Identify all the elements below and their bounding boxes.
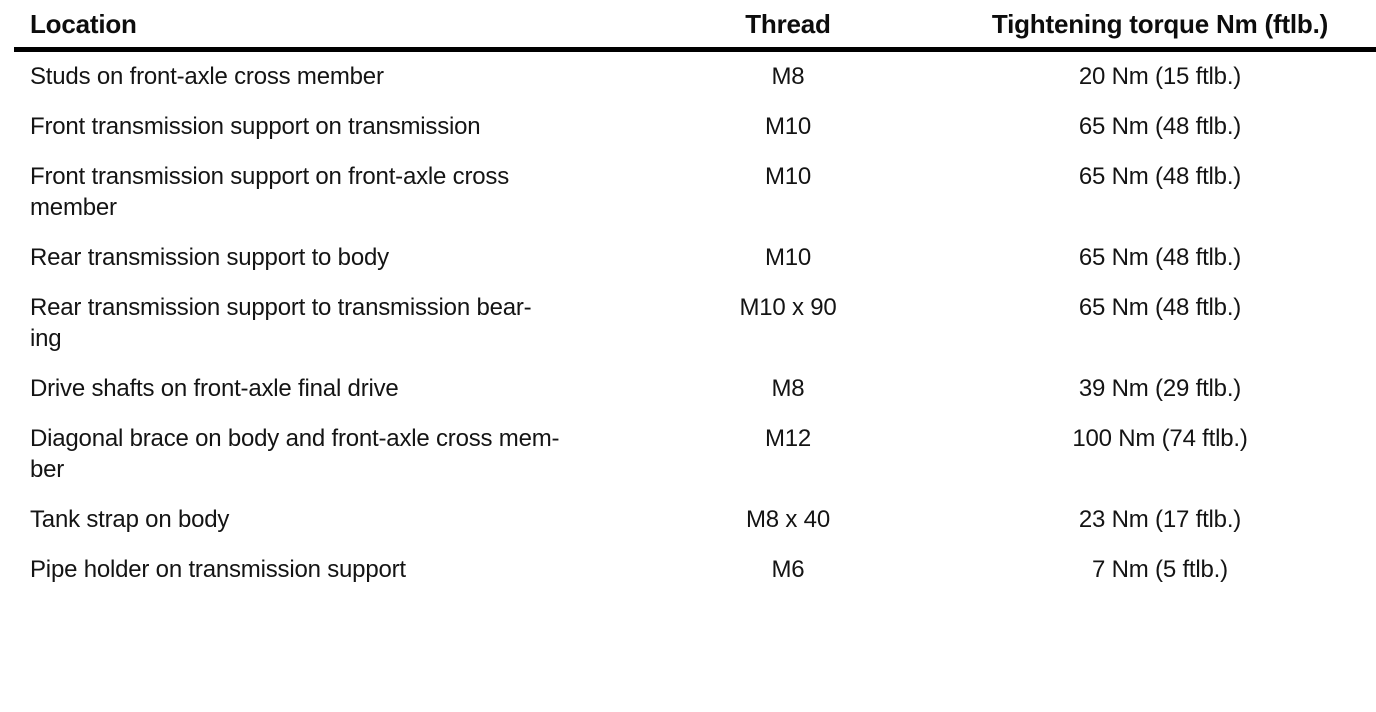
thread-cell: M8: [771, 375, 805, 402]
location-cell: Studs on front-axle cross member: [30, 63, 384, 90]
torque-cell: 65 Nm (48 ftlb.): [1078, 113, 1242, 140]
table-body: Studs on front-axle cross member M8 20 N…: [14, 50, 1376, 596]
location-cell: Rear transmission support to transmissio…: [30, 294, 532, 352]
thread-cell: M10: [764, 244, 812, 271]
thread-cell: M8 x 40: [746, 506, 830, 533]
torque-cell: 7 Nm (5 ftlb.): [1092, 556, 1228, 583]
column-header-location: Location: [14, 0, 662, 52]
table-row: Front transmission support on front-axle…: [14, 152, 1376, 233]
table-row: Pipe holder on transmission support M6 7…: [14, 545, 1376, 595]
location-cell: Diagonal brace on body and front-axle cr…: [30, 425, 560, 483]
thread-cell: M12: [764, 425, 812, 452]
location-cell: Rear transmission support to body: [30, 244, 389, 271]
table-row: Diagonal brace on body and front-axle cr…: [14, 414, 1376, 495]
thread-cell: M10 x 90: [739, 294, 837, 321]
torque-cell: 20 Nm (15 ftlb.): [1078, 63, 1242, 90]
torque-cell: 65 Nm (48 ftlb.): [1078, 163, 1242, 190]
torque-cell: 65 Nm (48 ftlb.): [1078, 244, 1242, 271]
column-header-torque: Tightening torque Nm (ftlb.): [914, 0, 1376, 52]
thread-cell: M10: [764, 163, 812, 190]
table-row: Drive shafts on front-axle final drive M…: [14, 364, 1376, 414]
torque-cell: 65 Nm (48 ftlb.): [1078, 294, 1242, 321]
table-header: Location Thread Tightening torque Nm (ft…: [14, 0, 1376, 52]
table-row: Front transmission support on transmissi…: [14, 102, 1376, 152]
torque-cell: 23 Nm (17 ftlb.): [1078, 506, 1242, 533]
thread-cell: M6: [771, 556, 805, 583]
thread-cell: M10: [764, 113, 812, 140]
location-cell: Front transmission support on front-axle…: [30, 163, 509, 221]
location-cell: Pipe holder on transmission support: [30, 556, 406, 583]
table-row: Rear transmission support to body M10 65…: [14, 233, 1376, 283]
thread-cell: M8: [771, 63, 805, 90]
table-row: Rear transmission support to transmissio…: [14, 283, 1376, 364]
torque-cell: 100 Nm (74 ftlb.): [1072, 425, 1248, 452]
location-cell: Front transmission support on transmissi…: [30, 113, 481, 140]
column-header-thread: Thread: [662, 0, 914, 52]
table-row: Studs on front-axle cross member M8 20 N…: [14, 50, 1376, 103]
torque-cell: 39 Nm (29 ftlb.): [1078, 375, 1242, 402]
tightening-torque-table: Location Thread Tightening torque Nm (ft…: [14, 0, 1376, 595]
location-cell: Drive shafts on front-axle final drive: [30, 375, 399, 402]
table-header-row: Location Thread Tightening torque Nm (ft…: [14, 0, 1376, 52]
location-cell: Tank strap on body: [30, 506, 230, 533]
table-row: Tank strap on body M8 x 40 23 Nm (17 ftl…: [14, 495, 1376, 545]
